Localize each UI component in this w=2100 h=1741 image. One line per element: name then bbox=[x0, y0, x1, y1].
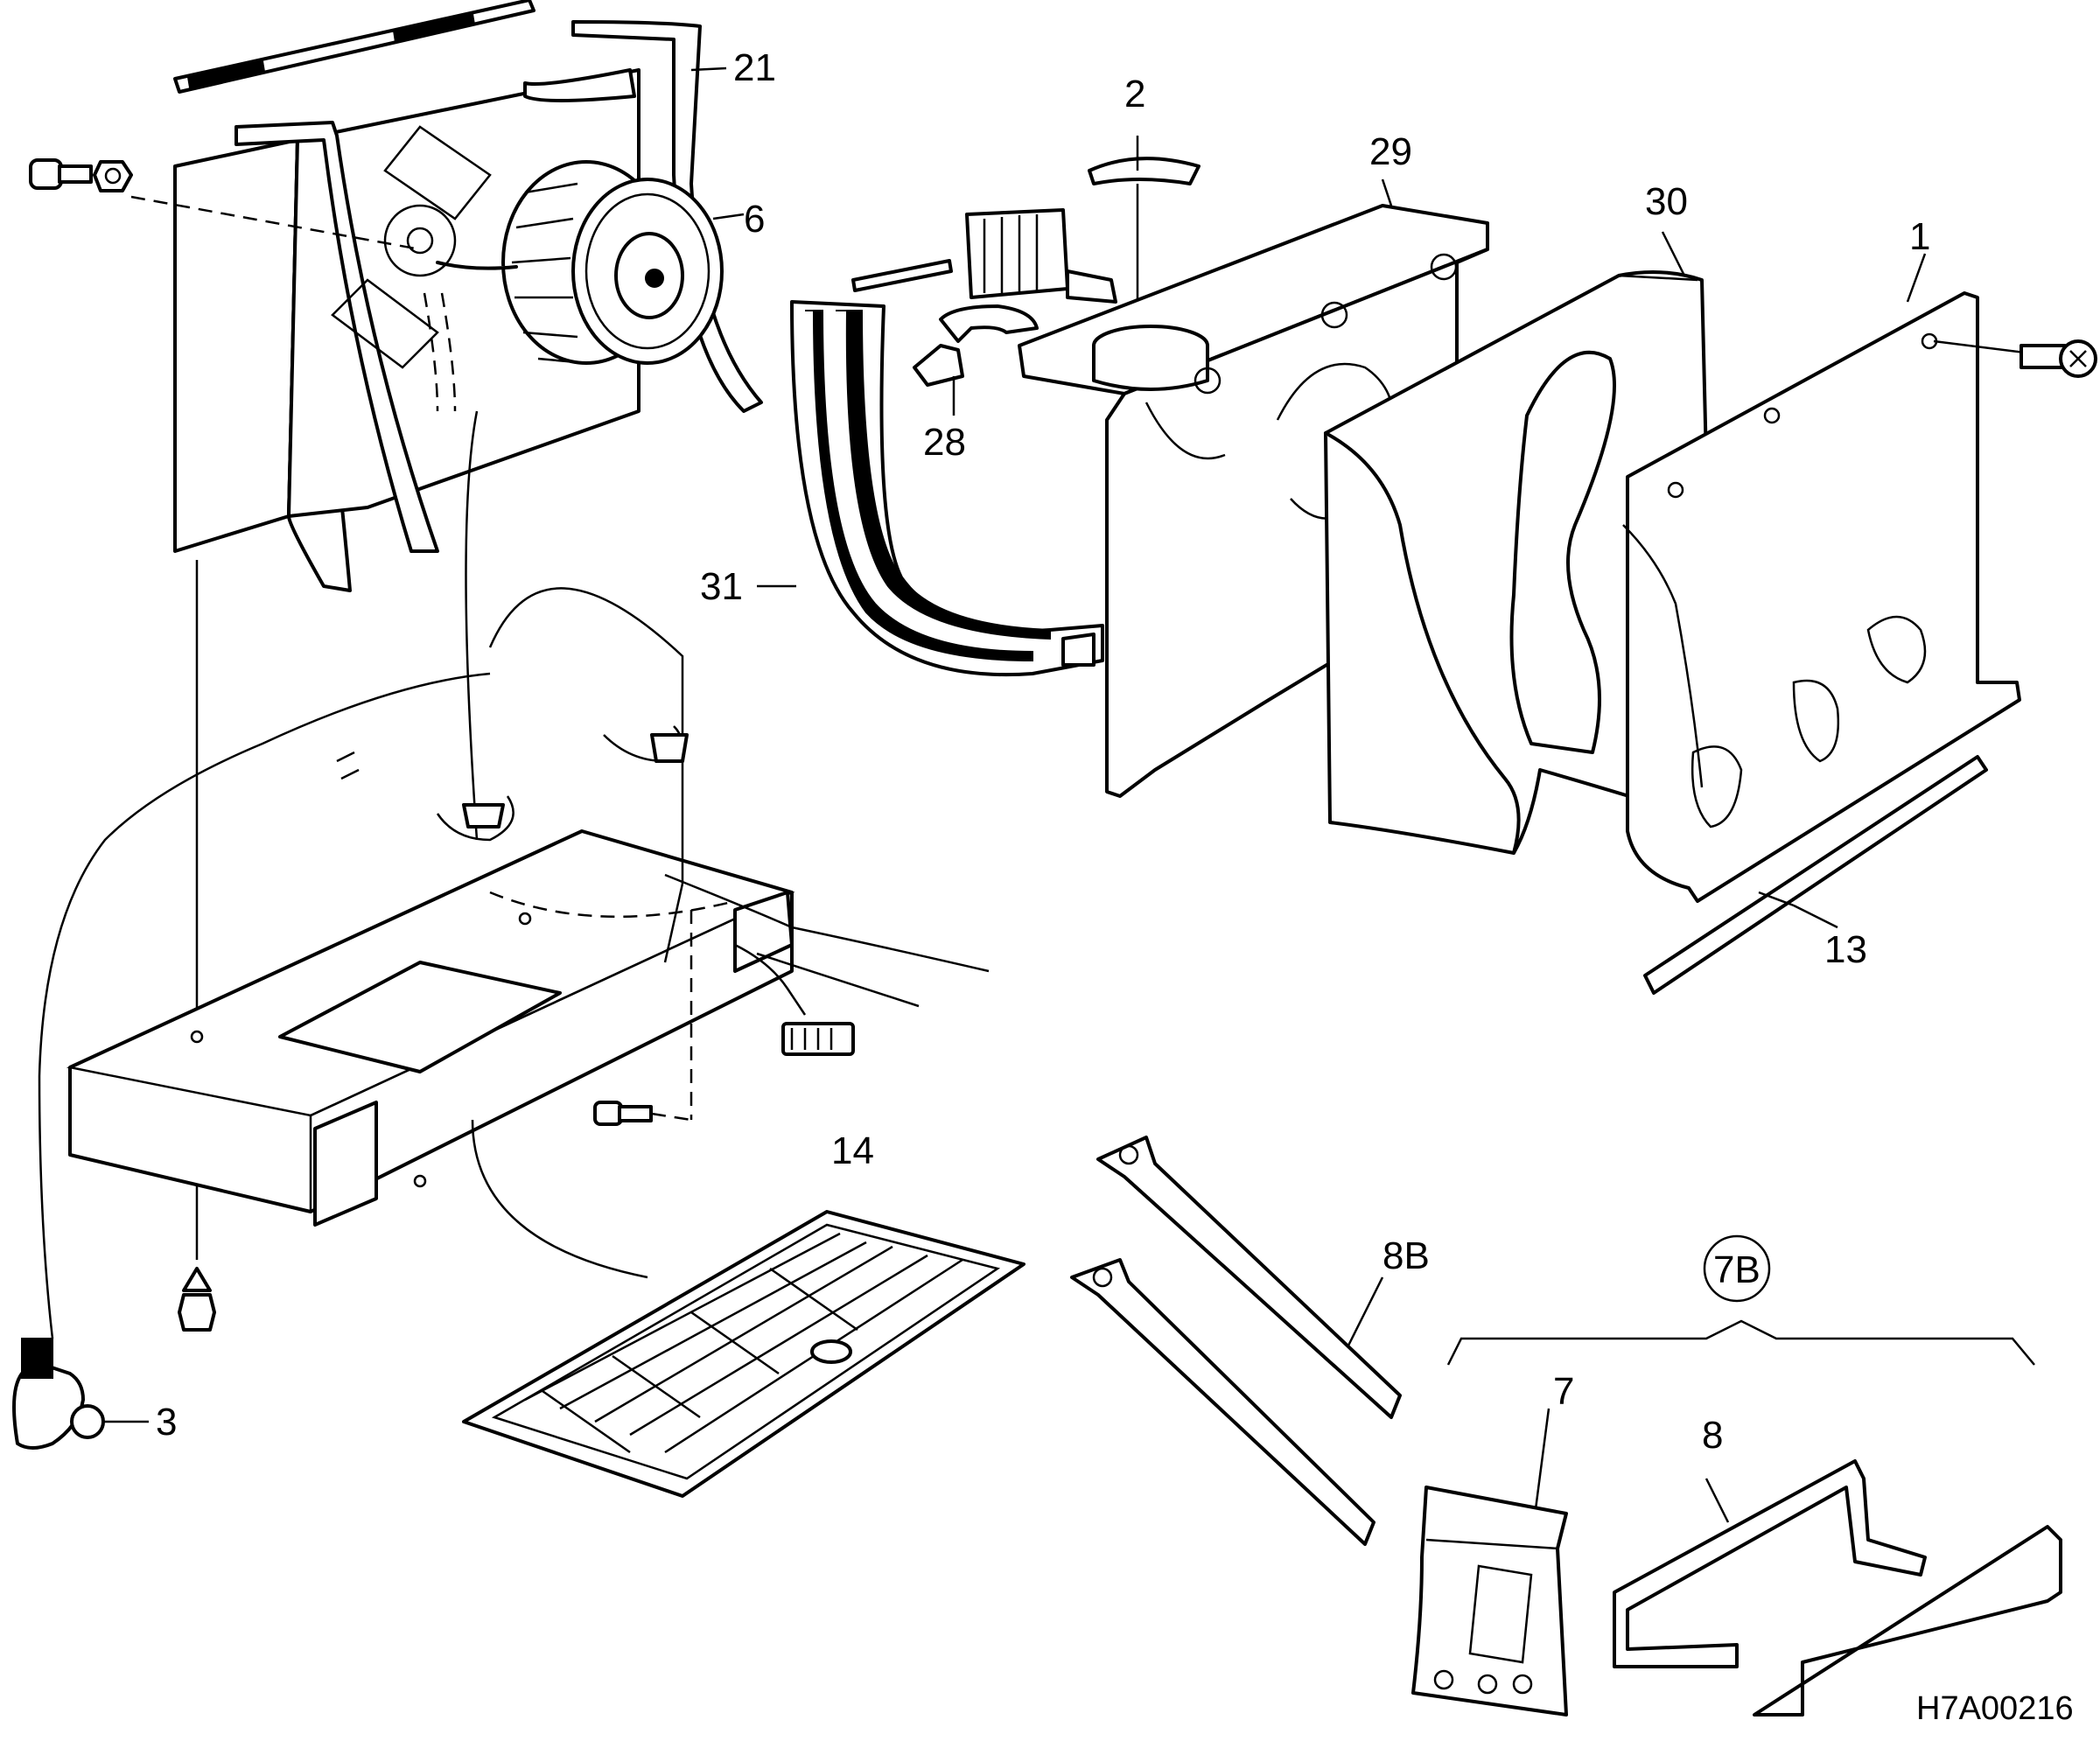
part-14-grease-filter bbox=[462, 1119, 1026, 1498]
label-3: 3 bbox=[156, 1401, 177, 1444]
part-13-seal-strip bbox=[1643, 755, 1988, 995]
part-31-cable-duct bbox=[790, 300, 1104, 677]
wiring-harness bbox=[38, 410, 689, 1339]
part-1-side-plate bbox=[1622, 291, 2040, 903]
label-2: 2 bbox=[1124, 73, 1145, 115]
part-8-mounting-brackets bbox=[1613, 1459, 2062, 1717]
callout-labels: 21 6 2 29 30 1 28 31 13 14 8B 7B 7 8 3 H… bbox=[156, 46, 2074, 1727]
top-strip bbox=[173, 0, 536, 94]
label-8: 8 bbox=[1702, 1414, 1723, 1457]
leader-lines bbox=[690, 66, 1927, 929]
plastic-rivet bbox=[178, 1267, 216, 1332]
label-28: 28 bbox=[923, 421, 966, 464]
label-1: 1 bbox=[1909, 215, 1930, 258]
label-8b: 8B bbox=[1382, 1234, 1430, 1277]
label-6: 6 bbox=[744, 198, 765, 241]
label-21: 21 bbox=[733, 46, 776, 89]
part-6-blower-wheel bbox=[436, 160, 724, 365]
group-7b-bracket-line bbox=[1446, 1234, 2035, 1366]
part-7-hardware-bag bbox=[1411, 1408, 1568, 1717]
part-29-frame bbox=[1018, 204, 1489, 798]
label-7b: 7B bbox=[1713, 1248, 1760, 1291]
bolt-and-nut bbox=[29, 158, 133, 192]
small-rail-and-clip bbox=[851, 208, 1117, 304]
label-7: 7 bbox=[1553, 1370, 1574, 1413]
part-28-collar bbox=[913, 304, 1039, 387]
screw-right bbox=[2020, 339, 2097, 378]
part-3-plug bbox=[12, 1338, 149, 1450]
drawing-code: H7A00216 bbox=[1916, 1690, 2074, 1727]
label-29: 29 bbox=[1369, 130, 1412, 173]
screw-box bbox=[593, 1101, 692, 1126]
main-control-box bbox=[66, 829, 990, 1227]
part-30-duct-panel bbox=[1324, 270, 1717, 855]
label-13: 13 bbox=[1824, 928, 1867, 971]
label-31: 31 bbox=[700, 565, 743, 608]
label-14: 14 bbox=[831, 1129, 874, 1172]
part-8b-brackets bbox=[1070, 1136, 1402, 1546]
label-30: 30 bbox=[1645, 180, 1688, 223]
